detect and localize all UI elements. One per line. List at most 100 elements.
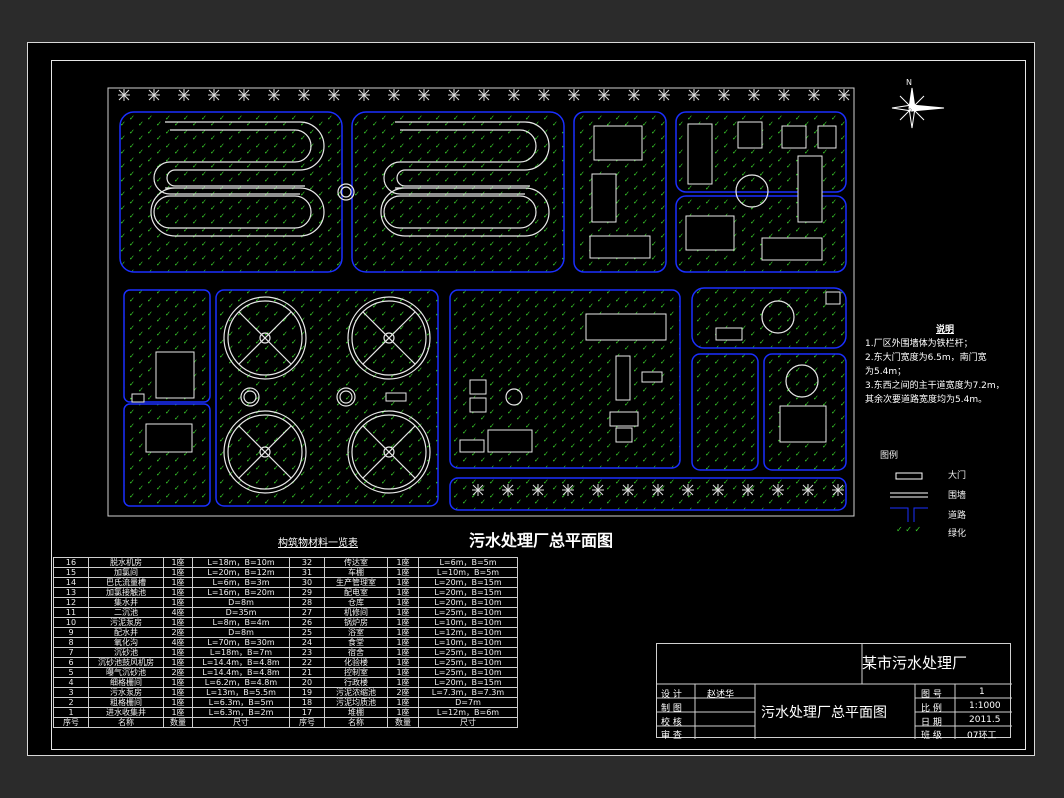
table-cell: 1座 [387,607,419,618]
table-cell: 13 [53,587,89,598]
tree-symbol [418,89,430,101]
table-cell: 26 [289,617,325,628]
table-cell: 32 [289,557,325,568]
table-cell: 1座 [387,567,419,578]
designer-name: 赵述华 [707,690,735,700]
tree-symbol [148,89,160,101]
table-cell: 7 [53,647,89,658]
table-cell: 1座 [163,647,193,658]
table-cell: 1座 [387,707,419,718]
tree-symbol [178,89,190,101]
table-cell: L=25m，B=10m [418,607,518,618]
tree-symbol [502,484,514,496]
table-cell: 1座 [163,557,193,568]
table-cell: 2座 [163,667,193,678]
tree-symbol [682,484,694,496]
table-cell: L=10m，B=5m [418,567,518,578]
tree-symbol [508,89,520,101]
table-header-row: 序号名称数量尺寸序号名称数量尺寸 [53,717,518,728]
table-cell: 15 [53,567,89,578]
table-cell: 21 [289,667,325,678]
table-cell: 加氯接触池 [88,587,164,598]
table-cell: L=20m，B=15m [418,577,518,588]
table-cell: 1座 [387,587,419,598]
table-cell: 配水井 [88,627,164,638]
table-cell: 机修间 [324,607,388,618]
table-cell: 1座 [387,557,419,568]
table-cell: 20 [289,677,325,688]
table-cell: 名称 [324,717,388,728]
table-cell: 1座 [387,657,419,668]
table-cell: 22 [289,657,325,668]
table-cell: 堆棚 [324,707,388,718]
table-cell: 2 [53,697,89,708]
table-cell: 传达室 [324,557,388,568]
table-cell: 序号 [53,717,89,728]
table-cell: 污泥浓缩池 [324,687,388,698]
table-cell: L=10m，B=10m [418,637,518,648]
table-cell: 31 [289,567,325,578]
tree-symbol [388,89,400,101]
tree-symbol [688,89,700,101]
note-line: 2.东大门宽度为6.5m，南门宽 [865,353,987,363]
note-line: 1.厂区外围墙体为铁栏杆； [865,339,973,349]
north-label: N [906,78,912,87]
table-cell: 27 [289,607,325,618]
label-design: 设 计 [661,690,682,700]
secondary-clarifiers [223,174,819,494]
table-cell: 仓库 [324,597,388,608]
tree-symbol [598,89,610,101]
tree-symbol [538,89,550,101]
table-cell: 3 [53,687,89,698]
table-cell: D=8m [192,597,290,608]
table-cell: L=20m，B=15m [418,677,518,688]
table-cell: 1座 [163,707,193,718]
table-cell: 1座 [163,597,193,608]
table-cell: L=6.3m，B=2m [192,707,290,718]
materials-table-title: 构筑物材料一览表 [278,538,358,549]
tree-symbol [778,89,790,101]
table-cell: 序号 [289,717,325,728]
note-line: 3.东西之间的主干道宽度为7.2m， [865,381,1005,391]
tree-symbol [658,89,670,101]
legend-gate: 大门 [948,471,967,481]
legend: 图例 大门 围墙 道路 绿化 [878,448,998,540]
north-arrow-graphic [891,87,945,129]
table-cell: 1座 [387,617,419,628]
table-cell: 污泥泵房 [88,617,164,628]
drawing-no-value: 1 [979,687,985,697]
table-cell: L=8m，B=4m [192,617,290,628]
table-cell: 沉砂池 [88,647,164,658]
table-cell: 1座 [163,587,193,598]
tree-symbol [472,484,484,496]
tree-symbol [772,484,784,496]
table-cell: 氧化沟 [88,637,164,648]
table-cell: 1座 [163,697,193,708]
table-cell: D=35m [192,607,290,618]
table-cell: L=25m，B=10m [418,647,518,658]
tree-symbol [718,89,730,101]
table-cell: 数量 [163,717,193,728]
table-cell: 细格栅间 [88,677,164,688]
table-cell: 锅炉房 [324,617,388,628]
table-cell: L=20m，B=15m [418,587,518,598]
company-name: 某市污水处理厂 [862,654,968,672]
table-cell: 25 [289,627,325,638]
table-cell: 1座 [387,677,419,688]
table-cell: 1座 [387,577,419,588]
table-cell: L=10m，B=10m [418,617,518,628]
tree-symbol [742,484,754,496]
tree-symbol [652,484,664,496]
table-cell: 进水收集井 [88,707,164,718]
table-cell: 1座 [387,597,419,608]
table-cell: 29 [289,587,325,598]
table-cell: 配电室 [324,587,388,598]
